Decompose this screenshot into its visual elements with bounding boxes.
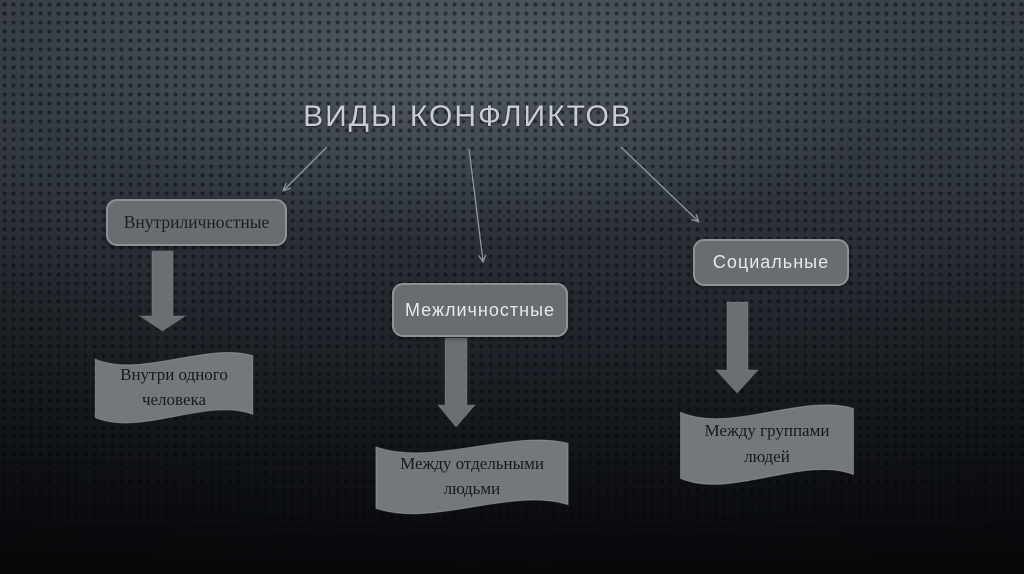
node-interpersonal: Межличностные <box>392 283 568 337</box>
wave-intrapersonal-result: Внутри одного человека <box>92 342 256 428</box>
connector-arrow-left <box>284 146 328 190</box>
wave-shape <box>94 352 254 424</box>
node-social: Социальные <box>693 239 849 286</box>
connector-arrow-right <box>620 146 698 221</box>
wave-social-result: Между группами людей <box>677 393 857 490</box>
connector-arrow-middle <box>468 148 483 261</box>
block-arrow-down-left <box>138 250 187 332</box>
node-social-label: Социальные <box>712 252 830 272</box>
wave-interpersonal-label: Между отдельными людьми <box>400 453 544 499</box>
wave-social-label: Между группами людей <box>704 421 830 466</box>
node-interpersonal-label: Межличностные <box>404 299 556 320</box>
block-arrow-down-right <box>714 301 760 394</box>
wave-shape <box>375 439 569 515</box>
wave-shape <box>680 404 854 485</box>
wave-interpersonal-result: Между отдельными людьми <box>372 429 572 519</box>
node-intrapersonal: Внутриличностные <box>106 199 287 246</box>
block-arrow-down-middle <box>436 337 477 428</box>
node-intrapersonal-label: Внутриличностные <box>123 212 270 232</box>
wave-intrapersonal-label: Внутри одного человека <box>120 364 228 410</box>
slide-title: ВИДЫ КОНФЛИКТОВ <box>303 100 633 133</box>
